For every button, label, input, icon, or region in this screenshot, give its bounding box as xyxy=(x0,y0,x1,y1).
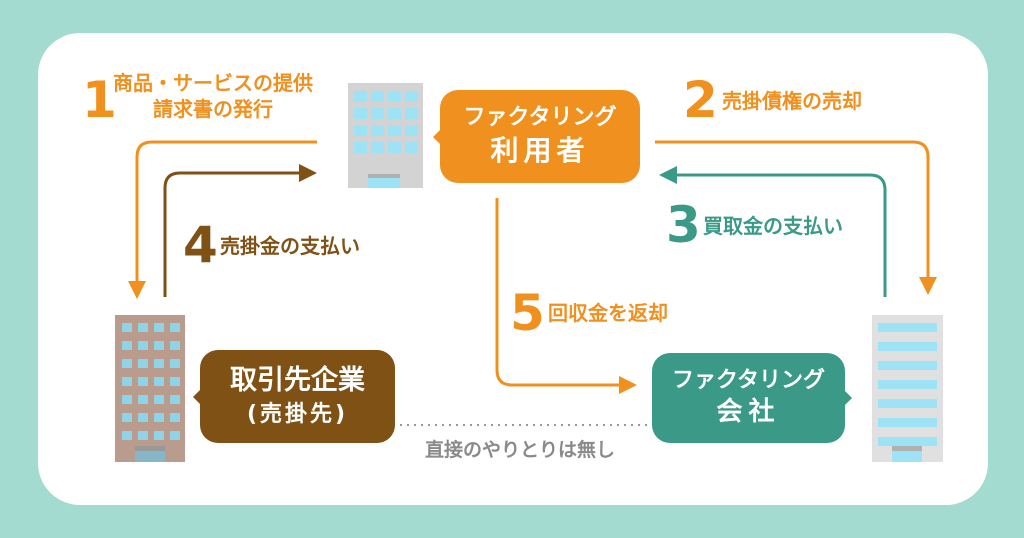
node-client-line1: 取引先企業 xyxy=(230,365,365,397)
step-2-label: 売掛債権の売却 xyxy=(722,89,862,113)
node-client-line2: (売掛先) xyxy=(246,401,349,427)
step-2-number: 2 xyxy=(683,71,718,129)
building-icon-company xyxy=(872,315,943,462)
step-1-label: 商品・サービスの提供 請求書の発行 xyxy=(113,70,313,122)
node-client-company: 取引先企業 (売掛先) xyxy=(193,350,395,443)
step-3-number: 3 xyxy=(666,196,701,254)
node-company-line2: 会社 xyxy=(716,397,781,428)
building-icon-user xyxy=(348,83,423,188)
step-5-number: 5 xyxy=(510,284,545,342)
step-1-line1: 商品・サービスの提供 xyxy=(113,71,313,95)
step-1-number: 1 xyxy=(82,71,117,129)
node-factoring-user: ファクタリング 利用者 xyxy=(433,90,640,183)
node-user-line2: 利用者 xyxy=(490,134,590,168)
step-5-label: 回収金を返却 xyxy=(548,301,668,325)
arrow-step-5 xyxy=(495,198,637,394)
node-factoring-company: ファクタリング 会社 xyxy=(652,353,852,443)
step-1-line2: 請求書の発行 xyxy=(153,97,273,121)
arrow-step-2 xyxy=(655,140,937,295)
arrow-step-3 xyxy=(659,166,887,297)
step-3-label: 買取金の支払い xyxy=(703,214,843,238)
building-icon-client xyxy=(115,315,185,462)
node-company-line1: ファクタリング xyxy=(671,367,826,393)
step-4-number: 4 xyxy=(183,216,218,274)
arrow-step-1 xyxy=(128,140,317,299)
no-direct-exchange-note: 直接のやりとりは無し xyxy=(425,439,616,461)
arrow-step-4 xyxy=(163,164,317,297)
node-user-line1: ファクタリング xyxy=(463,104,617,130)
step-4-label: 売掛金の支払い xyxy=(220,234,360,258)
